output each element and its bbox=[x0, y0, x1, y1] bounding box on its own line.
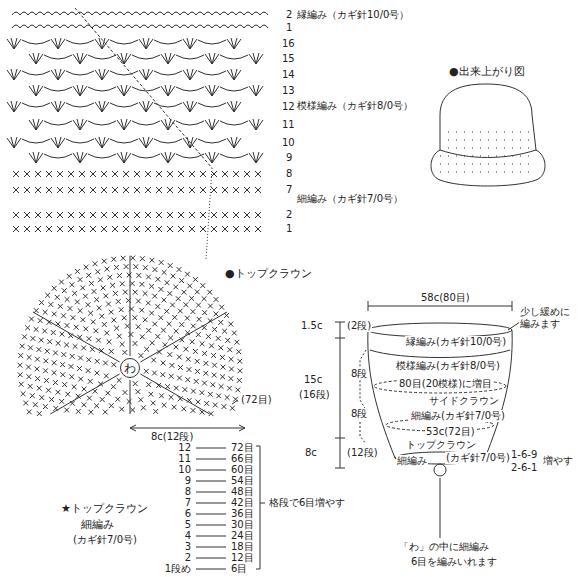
chart-label: 9 bbox=[184, 475, 192, 487]
chart-label: 縁編み（カギ針10/0号） bbox=[296, 9, 410, 21]
chart-label: 1 bbox=[285, 223, 293, 235]
chart-label: 格段で6目増やす bbox=[268, 497, 346, 509]
chart-label: 60目 bbox=[230, 464, 255, 476]
chart-label: 13 bbox=[281, 85, 296, 97]
chart-label: 8c bbox=[304, 447, 318, 459]
dimension-line bbox=[335, 322, 345, 468]
node-text: わ bbox=[124, 362, 136, 374]
chart-label: 12 bbox=[177, 442, 192, 454]
chart-label: ●出来上がり図 bbox=[448, 66, 526, 79]
chart-label: 54目 bbox=[230, 475, 255, 487]
chart-label: 15 bbox=[281, 53, 296, 65]
chart-label: 16 bbox=[281, 38, 296, 50]
chart-label: 「わ」の中に細編み bbox=[398, 541, 490, 553]
chart-label: 2 bbox=[184, 552, 192, 564]
chart-label: 9 bbox=[285, 152, 293, 164]
chart-label: 3 bbox=[184, 541, 192, 553]
chart-label: 6目 bbox=[230, 563, 248, 575]
row-bracket bbox=[360, 350, 366, 444]
chart-label: 48目 bbox=[230, 486, 255, 498]
chart-label: 12 bbox=[281, 101, 296, 113]
stitch-symbols bbox=[7, 12, 529, 569]
chart-label: 42目 bbox=[230, 497, 255, 509]
chart-label: 18目 bbox=[230, 541, 255, 553]
chart-label: 8 bbox=[285, 168, 293, 180]
chart-label: 8 bbox=[184, 486, 192, 498]
chart-label: 24目 bbox=[230, 530, 255, 542]
chart-label: 58c(80目) bbox=[420, 292, 471, 304]
chart-label: 15c bbox=[303, 374, 323, 386]
leader-line bbox=[440, 478, 441, 538]
increase-line bbox=[374, 379, 506, 393]
chart-label: 細編み（カギ針7/0号） bbox=[296, 193, 404, 205]
chart-label: 8段 bbox=[350, 368, 368, 380]
chart-label: 少し緩めに 編みます bbox=[519, 306, 577, 329]
chart-label: (16段) bbox=[298, 389, 331, 401]
magic-ring-circle: わ bbox=[120, 358, 140, 378]
chart-label: 1.5c bbox=[300, 320, 323, 332]
bracket bbox=[256, 446, 265, 569]
chart-label: 1段め bbox=[164, 563, 192, 575]
chart-label: 2-6-1 bbox=[510, 462, 538, 474]
chart-label: 1 bbox=[285, 22, 293, 34]
chart-label: 2 bbox=[285, 9, 293, 21]
chart-label: 縁編み(カギ針10/0号) bbox=[405, 336, 507, 348]
chart-label: 細編み bbox=[80, 519, 115, 532]
chart-label: 36目 bbox=[230, 508, 255, 520]
chart-label: 80目(20模様)に増目 bbox=[398, 378, 493, 390]
hat-side bbox=[368, 330, 512, 458]
chart-label: 30目 bbox=[230, 519, 255, 531]
chart-label: ★トップクラウン bbox=[60, 503, 149, 516]
chart-label: 5 bbox=[184, 519, 192, 531]
chart-label: 細編み(カギ針7/0号) bbox=[410, 410, 506, 422]
magic-ring bbox=[434, 464, 446, 476]
chart-label: 72目 bbox=[230, 442, 255, 454]
chart-label: トップクラウン bbox=[405, 439, 477, 451]
chart-label: 11 bbox=[281, 119, 296, 131]
guide-line bbox=[206, 168, 212, 260]
chart-label: 6 bbox=[184, 508, 192, 520]
chart-label: 11 bbox=[177, 453, 192, 465]
chart-label: 10 bbox=[177, 464, 192, 476]
chart-label: (12段) bbox=[346, 447, 379, 459]
chart-label: 模様編み（カギ針8/0号） bbox=[296, 100, 414, 112]
chart-label: 増やす bbox=[542, 455, 574, 467]
chart-label: 7 bbox=[285, 184, 293, 196]
chart-label: 8c(12段) bbox=[150, 431, 194, 443]
chart-label: (2段) bbox=[346, 320, 372, 332]
chart-label: 4 bbox=[184, 530, 192, 542]
chart-label: サイドクラウン bbox=[428, 395, 500, 407]
chart-label: 12目 bbox=[230, 552, 255, 564]
chart-label: (カギ針7/0号) bbox=[72, 534, 138, 546]
band-line bbox=[370, 350, 510, 358]
chart-label: 模様編み(カギ針8/0号) bbox=[395, 360, 501, 372]
chart-label: 66目 bbox=[230, 453, 255, 465]
chart-label: ●トップクラウン bbox=[224, 268, 313, 281]
chart-label: 1-6-9 bbox=[510, 449, 538, 461]
chart-label: (カギ針7/0号) bbox=[445, 452, 511, 464]
chart-label: 2 bbox=[285, 209, 293, 221]
chart-label: 10 bbox=[281, 137, 296, 149]
chart-label: (72目) bbox=[240, 394, 273, 406]
hat-rim bbox=[368, 323, 512, 337]
chart-label: 53c(72目) bbox=[425, 426, 476, 438]
chart-label: 14 bbox=[281, 69, 296, 81]
chart-label: 8段 bbox=[350, 408, 368, 420]
chart-label: 6目を編みいれます bbox=[410, 556, 498, 568]
hat-illustration bbox=[431, 84, 545, 186]
chart-label: 細編み bbox=[396, 455, 428, 467]
chart-label: 7 bbox=[184, 497, 192, 509]
